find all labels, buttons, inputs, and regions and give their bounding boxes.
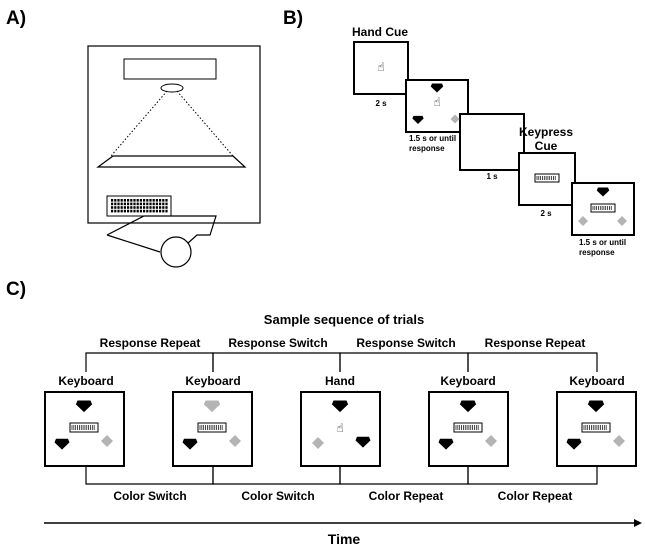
hand-cue-icon: ☝ [377,60,384,74]
keypress-cue-duration: 2 s [540,209,552,218]
trial3-left-stimulus [312,437,324,449]
trial4-keyboard-icon [453,422,483,433]
blank-screen [459,113,525,171]
trial-label-1: Keyboard [58,374,114,388]
trial4-right-stimulus [485,435,497,447]
trial5-left-stimulus [566,438,582,450]
trial-label-2: Keyboard [185,374,241,388]
trial1-keyboard-icon [69,422,99,433]
sequence-title: Sample sequence of trials [263,312,425,327]
hand-response-duration-2: response [409,144,445,153]
trial3-top-stimulus [331,400,349,413]
trial1-top-stimulus [75,400,93,413]
keypress-cue-label-2: Cue [534,139,558,153]
trial-label-3: Hand [325,374,355,388]
time-axis-label: Time [327,531,361,547]
response-label-4: Response Repeat [484,336,586,350]
hand-response-duration: 1.5 s or until [409,134,457,143]
color-label-2: Color Switch [241,489,315,503]
trial5-right-stimulus [613,435,625,447]
panel-label-b: B) [283,8,304,29]
trial-label-4: Keyboard [440,374,496,388]
target-diamond-left-2 [578,216,588,226]
keypress-cue-keyboard-icon [534,173,560,183]
color-label-1: Color Switch [113,489,187,503]
trial4-left-stimulus [438,438,454,450]
hand-cue-duration: 2 s [375,99,387,108]
response-label-1: Response Repeat [99,336,201,350]
keypress-response-keyboard-icon [590,203,616,213]
keypress-response-duration: 1.5 s or until [579,238,627,247]
color-label-4: Color Repeat [497,489,573,503]
trial1-left-stimulus [54,438,70,450]
response-label-2: Response Switch [228,336,328,350]
trial5-keyboard-icon [581,422,611,433]
trial2-keyboard-icon [197,422,227,433]
panel-label-c: C) [6,279,27,300]
keypress-cue-label: Keypress [518,125,574,139]
trial2-left-stimulus [182,438,198,450]
target-diamond-right-2 [617,216,627,226]
target-gem-top-2 [596,187,610,197]
trial2-top-stimulus [203,400,221,413]
trial3-right-stimulus [355,436,371,448]
target-gem-left [412,115,424,124]
hand-response-icon: ☝ [433,95,440,109]
trial1-right-stimulus [101,435,113,447]
trial4-top-stimulus [459,400,477,413]
trial-label-5: Keyboard [569,374,625,388]
hand-cue-label: Hand Cue [351,25,409,39]
panel-label-a: A) [6,8,27,29]
keypress-response-duration-2: response [579,248,615,257]
response-label-3: Response Switch [356,336,456,350]
trial2-right-stimulus [229,435,241,447]
trial3-hand-icon: ☝ [336,421,343,435]
blank-duration: 1 s [486,172,498,181]
color-label-3: Color Repeat [368,489,444,503]
hand-cue-screen [353,41,409,95]
target-diamond-right [450,114,460,124]
trial5-top-stimulus [587,400,605,413]
target-gem-top [430,83,444,93]
